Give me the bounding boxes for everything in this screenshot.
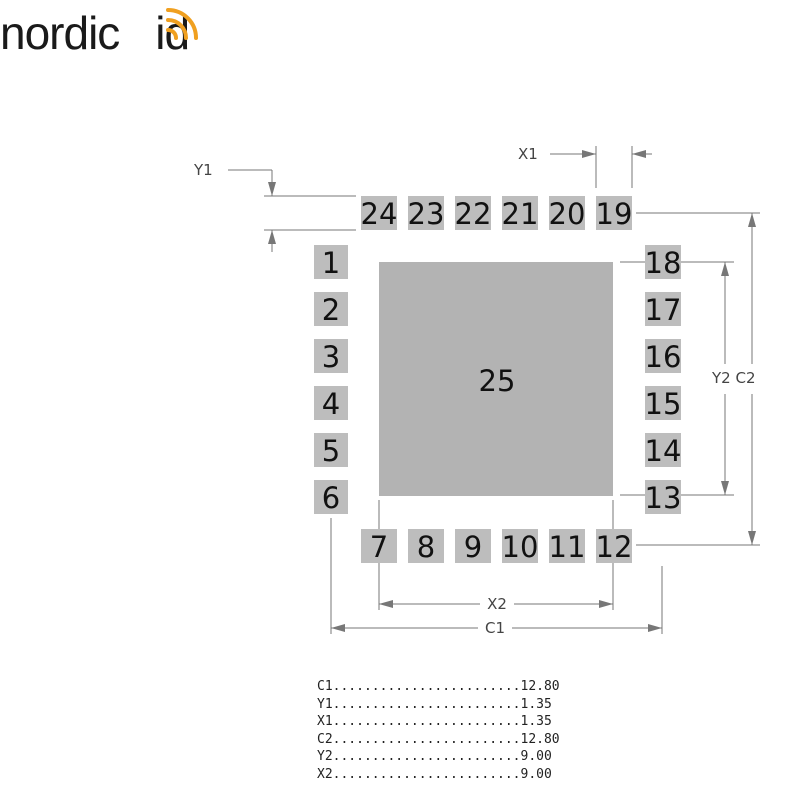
pad-1-label: 1 (322, 246, 340, 280)
dimension-value: 9.00 (521, 767, 552, 782)
dimension-row: Y1........................1.35 (317, 696, 560, 714)
dim-label-c1: C1 (485, 619, 505, 637)
y2-arrow-bottom (721, 481, 729, 495)
pad-20-label: 20 (549, 197, 586, 231)
dimension-name: X1 (317, 714, 333, 729)
pad-12-label: 12 (596, 530, 633, 564)
dimension-value: 1.35 (521, 714, 552, 729)
pad-24-label: 24 (361, 197, 398, 231)
pad-23-label: 23 (408, 197, 445, 231)
pad-8-label: 8 (417, 530, 435, 564)
dimension-row: C2........................12.80 (317, 731, 560, 749)
y1-arrow-top (268, 182, 276, 196)
pad-17-label: 17 (645, 293, 682, 327)
dimension-dots: ........................ (333, 749, 521, 764)
dimension-dots: ........................ (333, 679, 521, 694)
c2-arrow-top (748, 213, 756, 227)
c1-arrow-left (331, 624, 345, 632)
pad-6-label: 6 (322, 481, 340, 515)
pad-15-label: 15 (645, 387, 682, 421)
dimension-name: Y2 (317, 749, 333, 764)
dim-label-y1: Y1 (193, 161, 213, 179)
dimension-dots: ........................ (333, 697, 521, 712)
dimension-name: C2 (317, 732, 333, 747)
pad-3-label: 3 (322, 340, 340, 374)
dimension-value: 12.80 (521, 679, 560, 694)
dimension-value: 12.80 (521, 732, 560, 747)
center-pad-label: 25 (479, 364, 516, 398)
c2-arrow-bottom (748, 531, 756, 545)
dimension-row: C1........................12.80 (317, 678, 560, 696)
pad-21-label: 21 (502, 197, 539, 231)
dimension-value: 9.00 (521, 749, 552, 764)
pad-10-label: 10 (502, 530, 539, 564)
dimension-row: Y2........................9.00 (317, 748, 560, 766)
pad-19-label: 19 (596, 197, 633, 231)
dimension-name: C1 (317, 679, 333, 694)
pad-11-label: 11 (549, 530, 586, 564)
dimension-row: X2........................9.00 (317, 766, 560, 784)
pad-4-label: 4 (322, 387, 340, 421)
pad-2-label: 2 (322, 293, 340, 327)
pad-9-label: 9 (464, 530, 482, 564)
dimension-row: X1........................1.35 (317, 713, 560, 731)
y2-arrow-top (721, 262, 729, 276)
dimension-value: 1.35 (521, 697, 552, 712)
dimension-dots: ........................ (333, 732, 521, 747)
x1-arrow-right (632, 150, 646, 158)
pad-14-label: 14 (645, 434, 682, 468)
y1-arrow-bottom (268, 230, 276, 244)
pad-18-label: 18 (645, 246, 682, 280)
dimension-dots: ........................ (333, 714, 521, 729)
dim-label-x1: X1 (518, 145, 538, 163)
x2-arrow-left (379, 600, 393, 608)
x2-arrow-right (599, 600, 613, 608)
pad-5-label: 5 (322, 434, 340, 468)
pad-22-label: 22 (455, 197, 492, 231)
dim-label-x2: X2 (487, 595, 507, 613)
dimension-name: X2 (317, 767, 333, 782)
pad-13-label: 13 (645, 481, 682, 515)
c1-arrow-right (648, 624, 662, 632)
dimension-dots: ........................ (333, 767, 521, 782)
pad-7-label: 7 (370, 530, 388, 564)
pad-16-label: 16 (645, 340, 682, 374)
dim-label-y2c2: Y2 C2 (711, 369, 756, 387)
x1-arrow-left (582, 150, 596, 158)
dimension-name: Y1 (317, 697, 333, 712)
